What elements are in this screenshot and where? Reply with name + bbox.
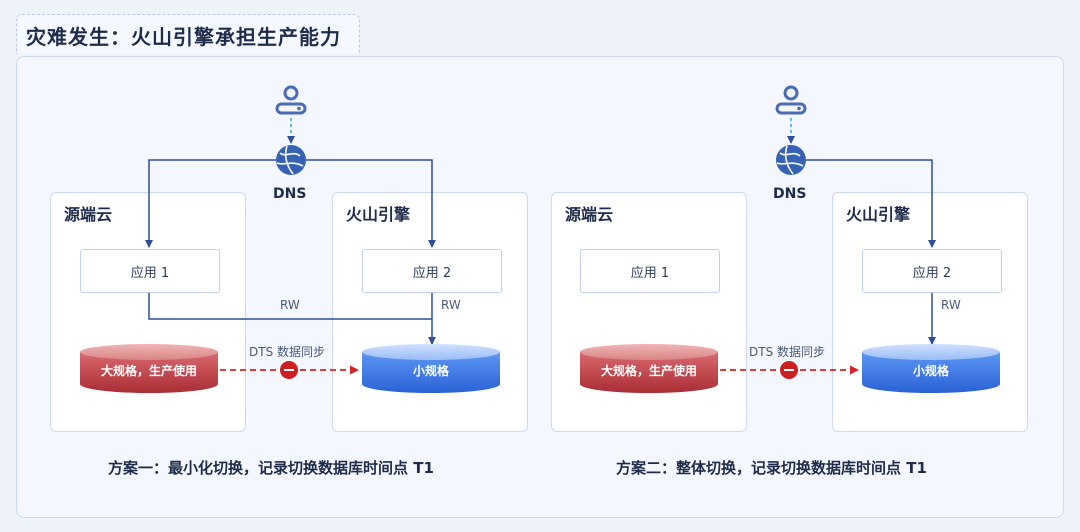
title-tab bbox=[16, 14, 360, 54]
app1-box-1: 应用 1 bbox=[80, 249, 220, 293]
caption-2: 方案二：整体切换，记录切换数据库时间点 T1 bbox=[616, 459, 927, 477]
target-db-icon bbox=[862, 344, 1000, 393]
source-db-icon bbox=[80, 344, 218, 393]
dns-globe-icon bbox=[276, 145, 306, 175]
target-db-label-1: 小规格 bbox=[412, 364, 449, 378]
dts-sync-label-2: DTS 数据同步 bbox=[749, 345, 826, 359]
caption-1: 方案一：最小化切换，记录切换数据库时间点 T1 bbox=[108, 459, 434, 477]
source-db-label-1: 大规格，生产使用 bbox=[100, 364, 197, 378]
volcano-title-2: 火山引擎 bbox=[846, 205, 911, 224]
rw-label-right-1: RW bbox=[441, 298, 461, 312]
source-cloud-title-1: 源端云 bbox=[64, 205, 113, 224]
source-db-label-2: 大规格，生产使用 bbox=[600, 364, 697, 378]
user-icon bbox=[775, 85, 807, 115]
dts-sync-label-1: DTS 数据同步 bbox=[249, 345, 326, 359]
rw-label-left-1: RW bbox=[280, 298, 300, 312]
scenario-2-graphics bbox=[580, 85, 1000, 393]
target-db-label-2: 小规格 bbox=[912, 364, 949, 378]
volcano-title-1: 火山引擎 bbox=[346, 205, 411, 224]
dns-label-2: DNS bbox=[773, 186, 807, 202]
user-icon bbox=[275, 85, 307, 115]
target-db-icon bbox=[362, 344, 500, 393]
scenario-1-graphics bbox=[80, 85, 500, 393]
sync-stop-icon bbox=[280, 361, 298, 379]
app2-box-2: 应用 2 bbox=[862, 249, 1002, 293]
sync-stop-icon bbox=[780, 361, 798, 379]
source-cloud-title-2: 源端云 bbox=[565, 205, 614, 224]
app2-box-1: 应用 2 bbox=[362, 249, 502, 293]
page-title: 灾难发生：火山引擎承担生产能力 bbox=[26, 25, 341, 49]
source-db-icon bbox=[580, 344, 718, 393]
app1-box-2: 应用 1 bbox=[580, 249, 720, 293]
dns-globe-icon bbox=[776, 145, 806, 175]
rw-label-right-2: RW bbox=[941, 298, 961, 312]
dns-label-1: DNS bbox=[273, 186, 307, 202]
